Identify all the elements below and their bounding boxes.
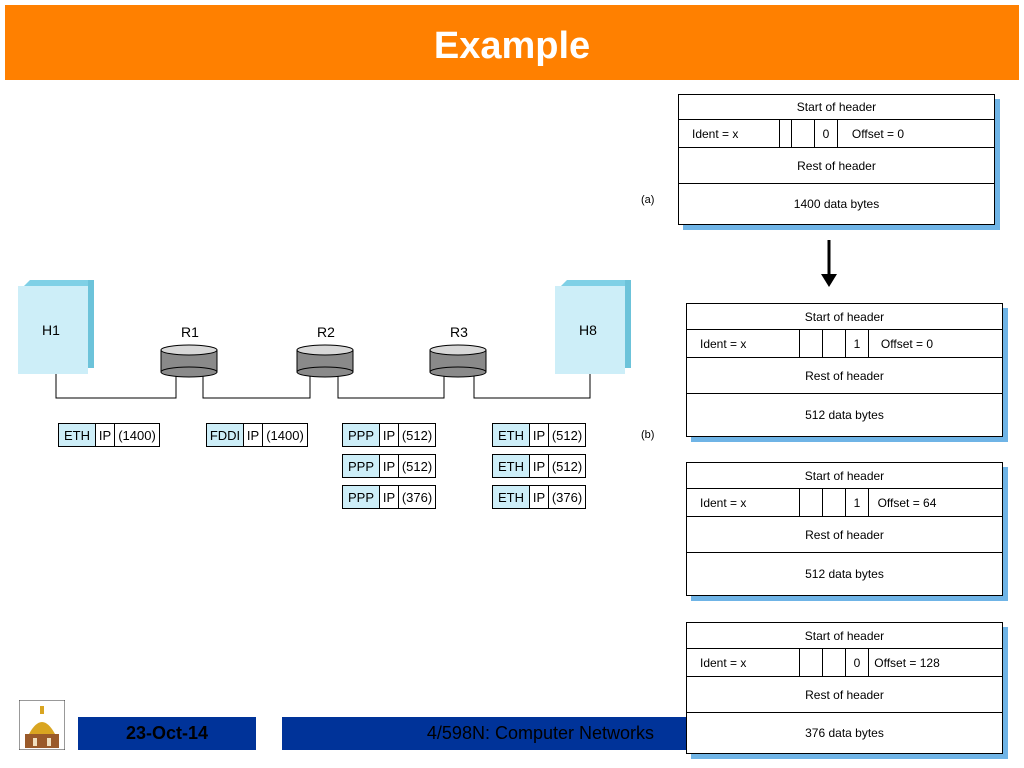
df-flag-field	[822, 330, 845, 357]
payload-size: (1400)	[118, 427, 156, 443]
original-datagram: Start of header Ident = x 0 Offset = 0 R…	[678, 94, 995, 225]
start-of-header: Start of header	[687, 304, 1002, 330]
link-header: PPP	[343, 455, 380, 477]
payload-size: (512)	[401, 427, 433, 443]
data-bytes: 512 data bytes	[805, 408, 884, 422]
ident-field: Ident = x	[700, 336, 747, 351]
payload-size: (512)	[551, 458, 583, 474]
footer-course: 4/598N: Computer Networks	[282, 717, 686, 750]
df-flag-field	[791, 120, 814, 147]
router-r2-icon	[296, 344, 354, 378]
start-of-header: Start of header	[679, 95, 994, 120]
packet-r2-r3: PPP IP (512)	[342, 423, 436, 447]
rest-of-header: Rest of header	[687, 677, 1002, 713]
mf-flag-field: 1	[845, 489, 868, 516]
mf-flag-field: 0	[814, 120, 837, 147]
link-header: ETH	[493, 424, 530, 446]
payload-size: (512)	[551, 427, 583, 443]
payload-size: (512)	[401, 458, 433, 474]
label-a: (a)	[641, 194, 655, 206]
data-bytes: 512 data bytes	[805, 567, 884, 581]
link-header: PPP	[343, 486, 380, 508]
down-arrow-icon	[821, 240, 837, 287]
host-h1-label: H1	[42, 322, 60, 338]
rest-of-header: Rest of header	[687, 358, 1002, 394]
link-header: ETH	[493, 455, 530, 477]
flag-field	[799, 649, 822, 676]
ip-header: IP	[244, 424, 263, 446]
ip-header: IP	[380, 486, 399, 508]
packet-r2-r3: PPP IP (512)	[342, 454, 436, 478]
link-header: FDDI	[207, 424, 244, 446]
flag-field	[799, 489, 822, 516]
router-r1-label: R1	[181, 324, 199, 340]
packet-r3-h8: ETH IP (512)	[492, 454, 586, 478]
start-of-header: Start of header	[687, 463, 1002, 489]
host-h1-icon	[18, 280, 94, 374]
fragment-3: Start of header Ident = x 0 Offset = 128…	[686, 622, 1003, 754]
data-bytes: 1400 data bytes	[793, 197, 880, 211]
packet-r2-r3: PPP IP (376)	[342, 485, 436, 509]
fragment-2: Start of header Ident = x 1 Offset = 64 …	[686, 462, 1003, 596]
ident-field: Ident = x	[692, 126, 739, 141]
packet-r1-r2: FDDI IP (1400)	[206, 423, 308, 447]
offset-field: Offset = 128	[868, 649, 945, 676]
slide-title: Example	[433, 25, 591, 67]
packet-h1-r1: ETH IP (1400)	[58, 423, 160, 447]
host-h8-label: H8	[579, 322, 597, 338]
router-r2-label: R2	[317, 324, 335, 340]
link-header: ETH	[59, 424, 96, 446]
rest-of-header: Rest of header	[679, 148, 994, 184]
ident-row: Ident = x 0 Offset = 128	[687, 649, 1002, 677]
link-header: ETH	[493, 486, 530, 508]
data-bytes: 376 data bytes	[805, 726, 884, 740]
packet-r3-h8: ETH IP (376)	[492, 485, 586, 509]
ident-field: Ident = x	[700, 655, 747, 670]
payload-size: (376)	[551, 489, 583, 505]
ip-header: IP	[530, 424, 549, 446]
offset-field: Offset = 0	[837, 120, 918, 147]
router-r1-icon	[160, 344, 218, 378]
packet-r3-h8: ETH IP (512)	[492, 423, 586, 447]
payload-size: (376)	[401, 489, 433, 505]
fragment-1: Start of header Ident = x 1 Offset = 0 R…	[686, 303, 1003, 437]
flag-field	[779, 120, 791, 147]
payload-size: (1400)	[266, 427, 304, 443]
mf-flag-field: 1	[845, 330, 868, 357]
host-h8-icon	[555, 280, 631, 374]
ip-header: IP	[96, 424, 115, 446]
df-flag-field	[822, 649, 845, 676]
ident-row: Ident = x 1 Offset = 0	[687, 330, 1002, 358]
ident-row: Ident = x 0 Offset = 0	[679, 120, 994, 148]
offset-field: Offset = 64	[868, 489, 945, 516]
footer-date: 23-Oct-14	[78, 717, 256, 750]
ident-row: Ident = x 1 Offset = 64	[687, 489, 1002, 517]
df-flag-field	[822, 489, 845, 516]
title-banner: Example	[5, 5, 1019, 80]
rest-of-header: Rest of header	[687, 517, 1002, 553]
offset-field: Offset = 0	[868, 330, 945, 357]
flag-field	[799, 330, 822, 357]
mf-flag-field: 0	[845, 649, 868, 676]
router-r3-label: R3	[450, 324, 468, 340]
ip-header: IP	[530, 455, 549, 477]
link-header: PPP	[343, 424, 380, 446]
start-of-header: Start of header	[687, 623, 1002, 649]
ip-header: IP	[380, 424, 399, 446]
ip-header: IP	[530, 486, 549, 508]
router-r3-icon	[429, 344, 487, 378]
ident-field: Ident = x	[700, 495, 747, 510]
dome-logo-icon	[19, 700, 65, 750]
label-b: (b)	[641, 429, 655, 441]
ip-header: IP	[380, 455, 399, 477]
